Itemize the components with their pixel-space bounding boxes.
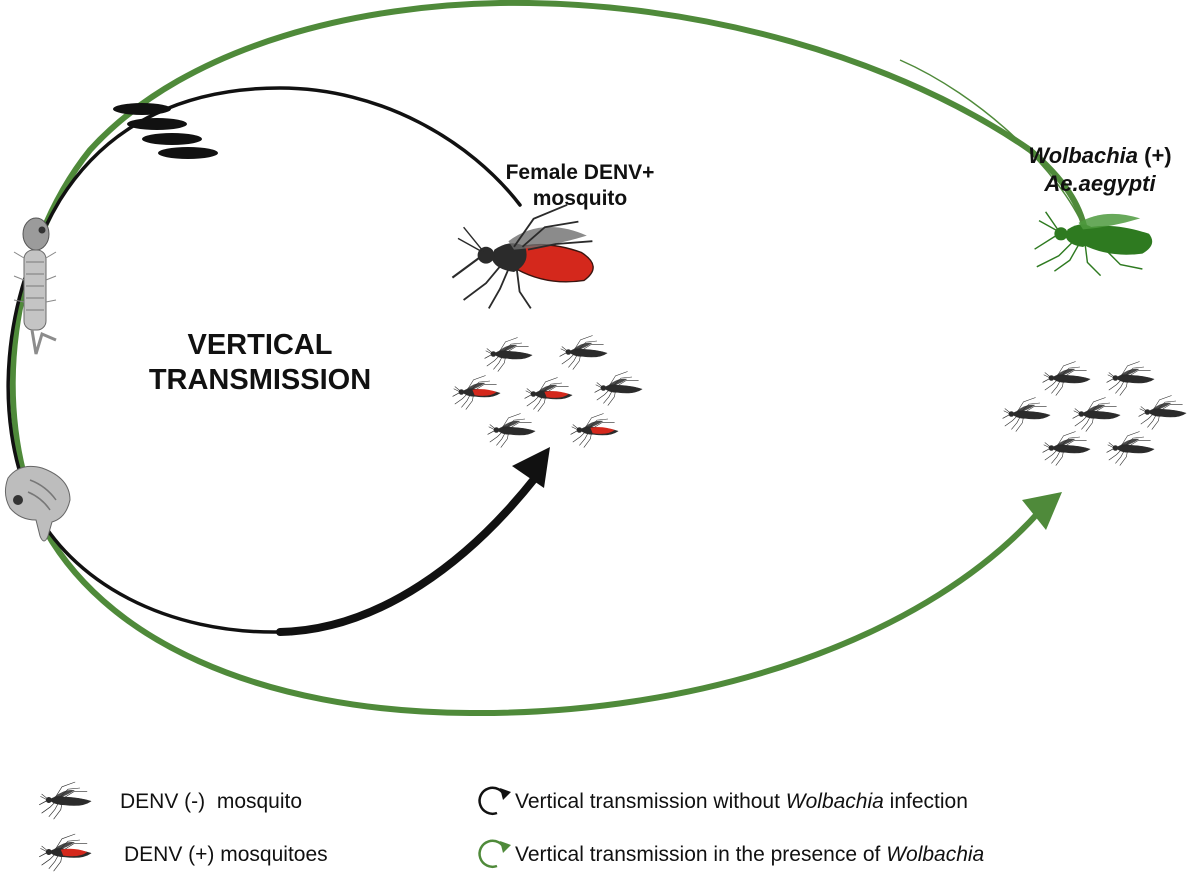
denv-negative-mosquito bbox=[484, 337, 533, 372]
denv-negative-mosquito bbox=[1106, 361, 1155, 396]
green-cycle-thin-end bbox=[899, 59, 1086, 231]
legend-black-italic: Wolbachia bbox=[785, 790, 884, 813]
denv-negative-mosquito bbox=[1138, 395, 1187, 430]
wolbachia-label-italic: Wolbachia bbox=[1028, 143, 1138, 168]
green-arrowhead bbox=[1022, 492, 1062, 530]
wolbachia-label-suffix: (+) bbox=[1138, 143, 1172, 168]
denv-negative-mosquito bbox=[1042, 431, 1091, 466]
legend-green-prefix: Vertical transmission in the presence of bbox=[515, 843, 887, 866]
wolbachia-offspring-cluster bbox=[1002, 361, 1187, 466]
legend-with-wolbachia-label: Vertical transmission in the presence of… bbox=[515, 843, 984, 867]
denv-negative-mosquito bbox=[1002, 397, 1051, 432]
legend-without-wolbachia-label: Vertical transmission without Wolbachia … bbox=[515, 790, 968, 814]
pupa-icon bbox=[4, 465, 71, 542]
aedes-label: Ae.aegypti bbox=[1044, 171, 1156, 196]
wolbachia-mosquito-icon bbox=[1034, 211, 1153, 277]
eggs-icon bbox=[113, 103, 218, 159]
legend-denv-positive-mosquito-icon bbox=[38, 833, 92, 872]
legend-black-cycle-icon bbox=[478, 786, 511, 815]
legend-denv-negative-mosquito-icon bbox=[38, 781, 92, 820]
denv-negative-mosquito bbox=[1042, 361, 1091, 396]
black-cycle-thick bbox=[276, 474, 539, 636]
female-denv-positive-mosquito-icon bbox=[451, 203, 594, 309]
denv-positive-mosquito bbox=[524, 377, 573, 412]
legend-black-suffix: infection bbox=[883, 790, 968, 813]
denv-negative-mosquito bbox=[1072, 397, 1121, 432]
mixed-mosquito-cluster bbox=[452, 335, 643, 448]
larva-icon bbox=[13, 217, 57, 355]
legend-green-cycle-icon bbox=[478, 839, 511, 868]
denv-positive-mosquito bbox=[452, 375, 501, 410]
wolbachia-mosquito-label: Wolbachia (+) Ae.aegypti bbox=[1015, 142, 1185, 198]
denv-negative-mosquito bbox=[559, 335, 608, 370]
denv-positive-mosquito bbox=[570, 413, 619, 448]
legend-denv-negative-label: DENV (-) mosquito bbox=[120, 790, 303, 813]
black-arrowhead bbox=[512, 447, 550, 488]
legend-denv-positive-label: DENV (+) mosquitoes bbox=[124, 843, 328, 866]
denv-negative-mosquito bbox=[594, 371, 643, 406]
denv-negative-mosquito bbox=[487, 413, 536, 448]
legend-black-prefix: Vertical transmission without bbox=[515, 790, 786, 813]
legend-green-italic: Wolbachia bbox=[886, 843, 985, 866]
denv-negative-mosquito bbox=[1106, 431, 1155, 466]
female-denv-positive-label: Female DENV+ mosquito bbox=[505, 161, 655, 210]
vertical-transmission-title: VERTICAL TRANSMISSION bbox=[148, 329, 372, 396]
